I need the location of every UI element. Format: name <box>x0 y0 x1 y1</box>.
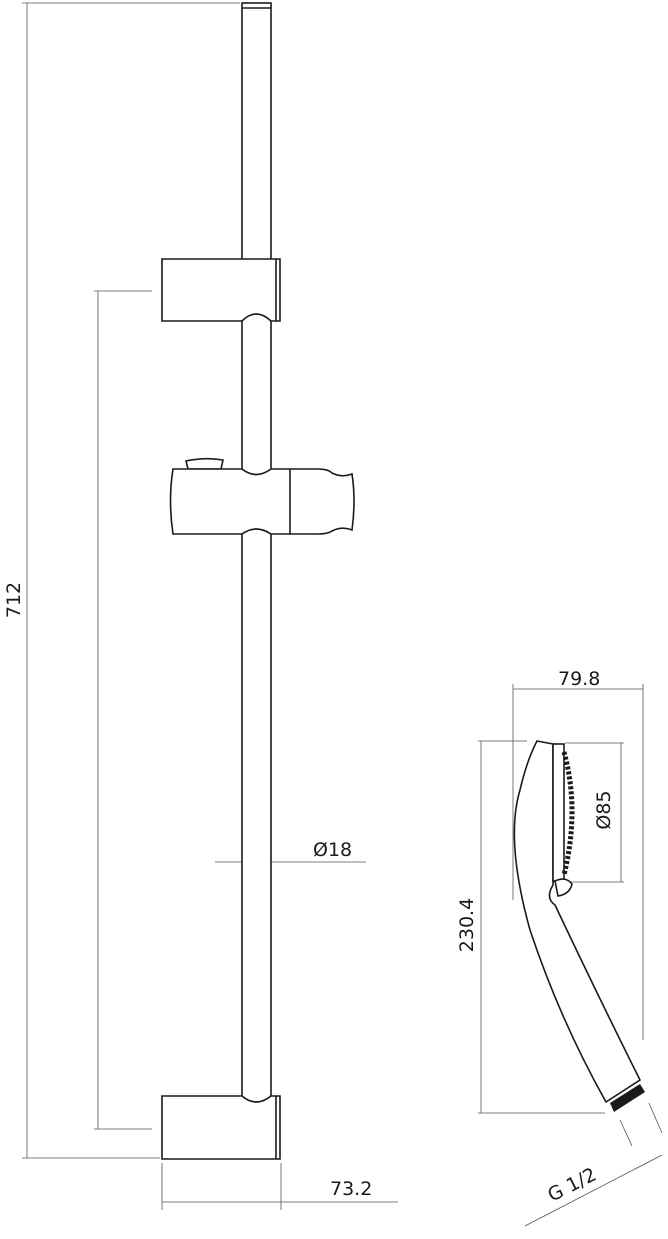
thread-connector <box>610 1084 645 1112</box>
spray-face-nozzles <box>561 751 575 876</box>
lower-wall-bracket <box>161 1095 281 1160</box>
hand-shower <box>513 740 645 1112</box>
dimension-diameter-85-label: Ø85 <box>593 790 615 829</box>
dimension-712-label: 712 <box>3 582 25 618</box>
dimension-thread-label: G 1/2 <box>544 1164 600 1207</box>
shower-head-slider <box>169 457 355 535</box>
dimension-73-2: 73.2 <box>161 1163 398 1210</box>
shower-rail <box>241 2 272 1104</box>
dimension-79-8-label: 79.8 <box>558 668 600 690</box>
dimension-diameter-85: Ø85 <box>565 742 624 883</box>
dimension-bracket-spacing <box>94 290 152 1130</box>
dimension-73-2-label: 73.2 <box>330 1178 372 1200</box>
dimension-thread: G 1/2 <box>524 1102 663 1227</box>
dimension-230-4-label: 230.4 <box>456 898 478 952</box>
dimension-79-8: 79.8 <box>512 668 644 1040</box>
dimension-diameter-18-label: Ø18 <box>313 839 352 861</box>
dimension-230-4: 230.4 <box>456 740 605 1114</box>
dimension-712: 712 <box>3 2 240 1159</box>
upper-wall-bracket <box>161 258 281 322</box>
dimension-diameter-18: Ø18 <box>215 839 366 863</box>
